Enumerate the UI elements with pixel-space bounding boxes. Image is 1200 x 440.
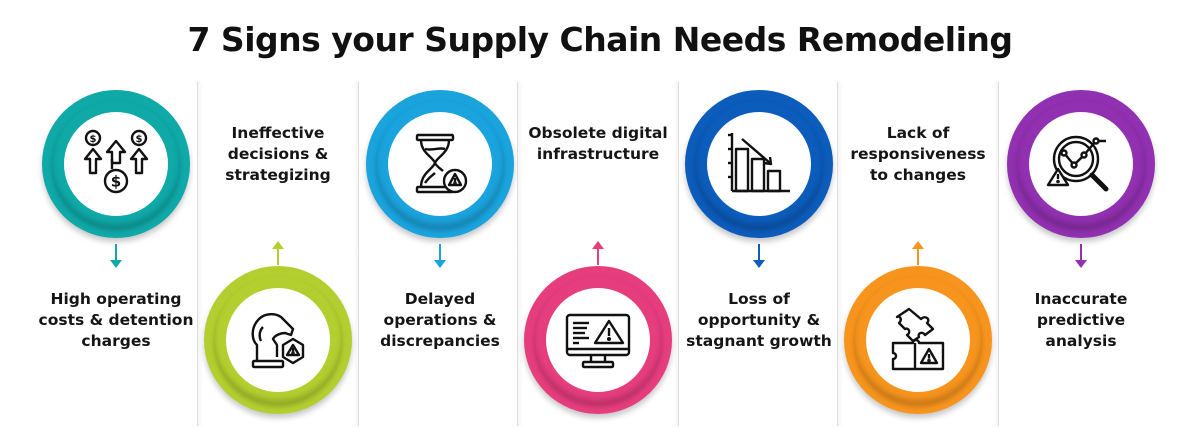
sign-5-label: Loss of opportunity & stagnant growth	[686, 290, 832, 350]
sign-4-label: Obsolete digital infrastructure	[528, 124, 668, 163]
sign-1: $ $ $ High operating costs & detention c…	[35, 82, 197, 426]
sign-2: Ineffective decisions & strategizing	[197, 82, 359, 426]
sign-3-label: Delayed operations & discrepancies	[380, 290, 500, 350]
sign-6: Lack of responsiveness to changes	[837, 82, 999, 426]
sign-3: Delayed operations & discrepancies	[359, 82, 521, 426]
arrow-up-icon	[272, 241, 284, 265]
sign-5: Loss of opportunity & stagnant growth	[678, 82, 840, 426]
sign-2-ring	[204, 266, 352, 414]
arrow-down-icon	[434, 244, 446, 268]
svg-text:$: $	[90, 134, 97, 145]
arrow-down-icon	[753, 244, 765, 268]
sign-7: Inaccurate predictive analysis	[1000, 82, 1162, 426]
sign-1-ring: $ $ $	[42, 90, 190, 238]
sign-4: Obsolete digital infrastructure	[517, 82, 679, 426]
page-title: 7 Signs your Supply Chain Needs Remodeli…	[187, 20, 1013, 59]
hourglass-warning-icon	[415, 133, 468, 194]
magnifier-analytics-warning-icon	[1046, 135, 1109, 192]
arrow-down-icon	[1075, 244, 1087, 268]
sign-7-label: Inaccurate predictive analysis	[1034, 290, 1128, 350]
svg-text:$: $	[136, 134, 143, 145]
chess-knight-warning-icon	[251, 313, 305, 369]
puzzle-warning-icon	[891, 307, 945, 371]
sign-6-label: Lack of responsiveness to changes	[850, 124, 986, 184]
sign-6-ring	[844, 266, 992, 414]
svg-text:$: $	[111, 173, 121, 191]
declining-bar-chart-icon	[728, 133, 790, 193]
sign-2-label: Ineffective decisions & strategizing	[225, 124, 331, 184]
rising-costs-dollar-arrows-icon: $ $ $	[83, 129, 149, 194]
arrow-up-icon	[912, 241, 924, 265]
sign-5-ring	[685, 90, 833, 238]
sign-4-ring	[524, 266, 672, 414]
sign-3-ring	[366, 90, 514, 238]
sign-1-label: High operating costs & detention charges	[38, 290, 194, 350]
monitor-warning-icon	[565, 313, 631, 369]
arrow-down-icon	[110, 244, 122, 268]
arrow-up-icon	[592, 241, 604, 265]
sign-7-ring	[1007, 90, 1155, 238]
